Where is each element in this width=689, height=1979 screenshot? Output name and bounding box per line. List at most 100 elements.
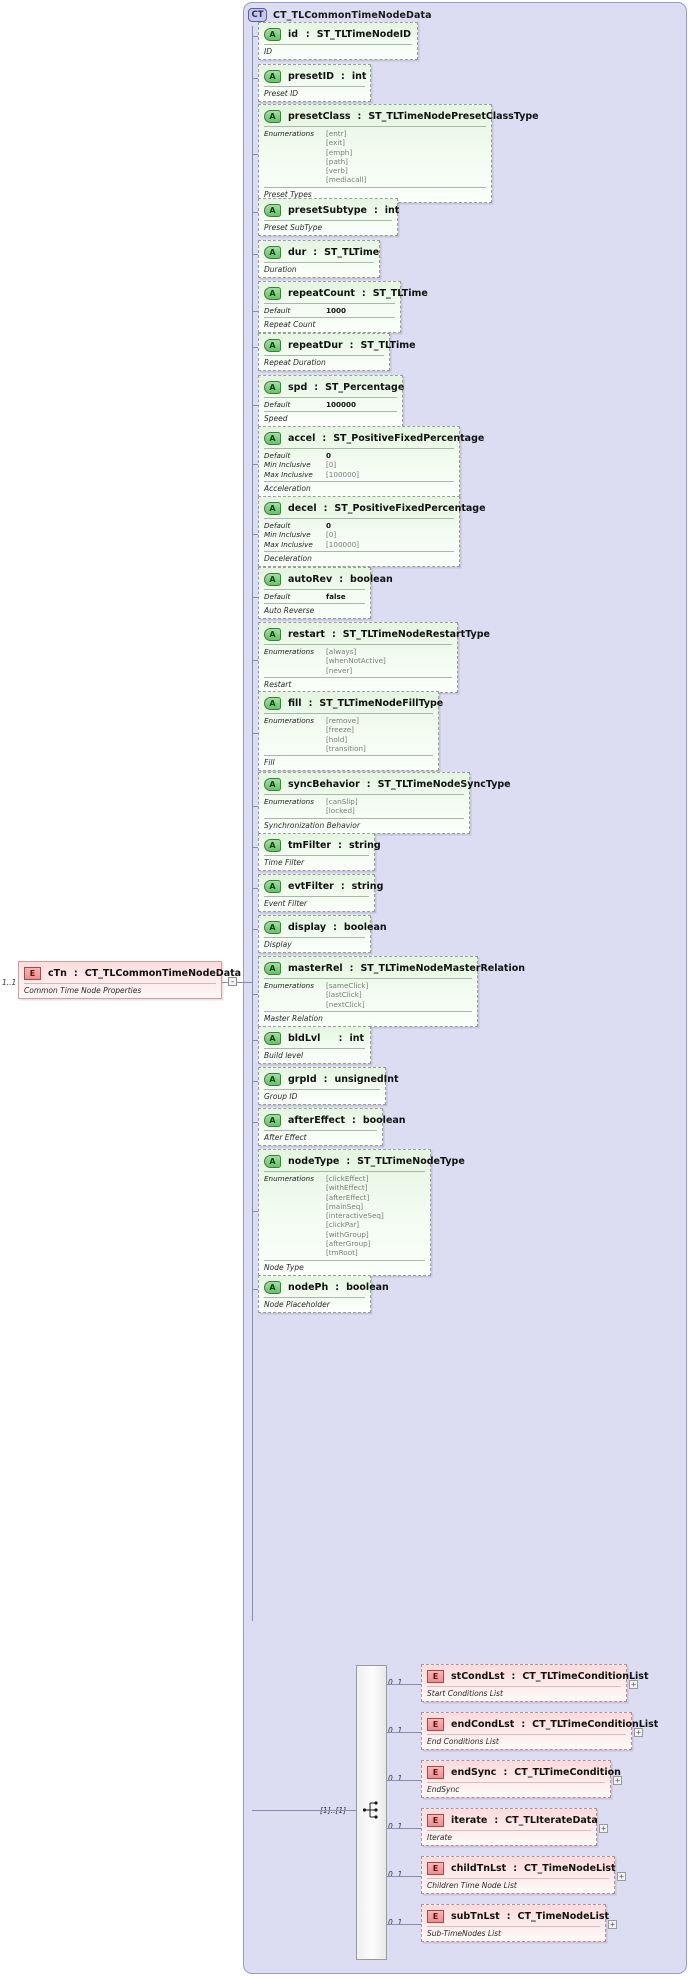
facet-value: [entr] xyxy=(326,129,347,138)
child-element-expand-toggle[interactable]: + xyxy=(634,1728,643,1737)
child-element-expand-toggle[interactable]: + xyxy=(608,1920,617,1929)
facet-row: Min Inclusive[0] xyxy=(264,460,454,469)
facet-label xyxy=(264,1202,326,1211)
attribute-documentation: Deceleration xyxy=(264,553,312,563)
child-element-name: stCondLst xyxy=(451,1670,505,1682)
element-occurrence-label: 0..1 xyxy=(388,1870,403,1879)
attribute-divider-2 xyxy=(264,676,452,678)
attribute-connector-stub xyxy=(252,1040,258,1041)
attribute-divider xyxy=(264,448,454,449)
attribute-divider xyxy=(264,937,365,938)
attribute-separator: : xyxy=(357,110,362,122)
attribute-connector-stub xyxy=(252,154,258,155)
attribute-type: boolean xyxy=(362,1114,406,1126)
attribute-name: spd xyxy=(288,381,308,393)
root-element-type: CT_TLCommonTimeNodeData xyxy=(84,967,242,979)
attribute-badge-icon: A xyxy=(264,879,281,893)
attribute-name: decel xyxy=(288,502,317,514)
child-element-documentation: Children Time Node List xyxy=(427,1881,517,1890)
attribute-connector-rail xyxy=(252,26,253,1621)
child-element-divider xyxy=(427,1830,591,1831)
facet-value: [afterGroup] xyxy=(326,1239,371,1249)
child-element-type: CT_TimeNodeList xyxy=(517,1910,610,1922)
attribute-documentation: Speed xyxy=(264,414,288,424)
attribute-badge-icon: A xyxy=(264,431,281,445)
attribute-documentation: After Effect xyxy=(264,1133,307,1142)
facet-row: [mediacall] xyxy=(264,175,486,184)
facet-row: [freeze] xyxy=(264,725,433,734)
root-element-divider xyxy=(24,983,216,984)
facet-label xyxy=(264,157,326,166)
child-element-expand-toggle[interactable]: + xyxy=(599,1824,608,1833)
element-connector-wire xyxy=(387,1876,421,1877)
facet-value: [transition] xyxy=(326,743,366,753)
attribute-connector-stub xyxy=(252,994,258,995)
attribute-name: autoRev xyxy=(288,573,333,585)
facet-label xyxy=(264,1230,326,1239)
root-wire-to-rail xyxy=(237,982,253,983)
attribute-divider xyxy=(264,355,384,356)
attribute-facets: Enumerations[clickEffect][withEffect][af… xyxy=(259,1172,430,1260)
element-connector-wire xyxy=(387,1924,421,1925)
attribute-divider-2 xyxy=(264,480,454,482)
child-element-type: CT_TLIterateData xyxy=(505,1814,598,1826)
attribute-name: nodeType xyxy=(288,1155,340,1167)
root-collapse-toggle[interactable]: - xyxy=(228,977,237,986)
attribute-type: boolean xyxy=(343,921,387,933)
child-element-expand-toggle[interactable]: + xyxy=(629,1680,638,1689)
facet-label xyxy=(264,1183,326,1192)
attribute-separator: : xyxy=(314,381,319,393)
sequence-compositor-box[interactable] xyxy=(356,1665,387,1960)
facet-row: [withEffect] xyxy=(264,1183,425,1192)
root-element-ctn[interactable]: E cTn : CT_TLCommonTimeNodeData Common T… xyxy=(18,961,241,999)
attribute-badge-icon: A xyxy=(264,961,281,975)
attribute-badge-icon: A xyxy=(264,1154,281,1168)
complextype-badge-icon: CT xyxy=(248,8,267,22)
attribute-documentation: Restart xyxy=(264,679,292,689)
facet-value: [0] xyxy=(326,530,337,540)
facet-label xyxy=(264,744,326,753)
child-element-expand-toggle[interactable]: + xyxy=(617,1872,626,1881)
child-element-expand-toggle[interactable]: + xyxy=(613,1776,622,1785)
attribute-divider xyxy=(264,1048,365,1049)
attribute-documentation: Node Placeholder xyxy=(264,1300,330,1309)
attribute-separator: : xyxy=(366,778,371,790)
facet-value: [withEffect] xyxy=(326,1183,368,1193)
element-badge-icon: E xyxy=(427,1861,444,1875)
